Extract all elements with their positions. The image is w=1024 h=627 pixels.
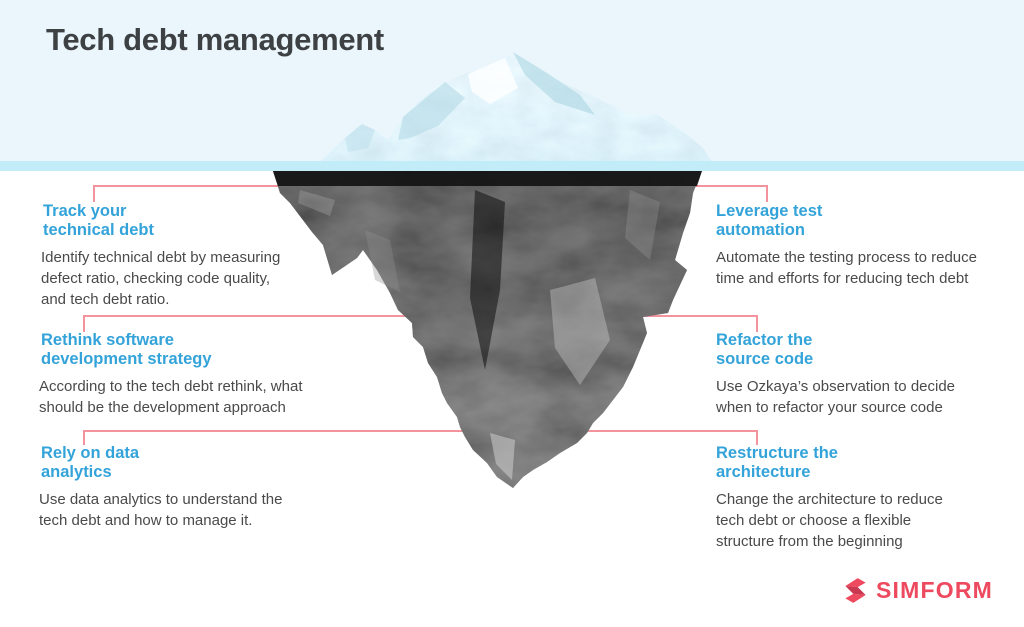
iceberg-graphic xyxy=(272,52,712,488)
callout-heading: Track your technical debt xyxy=(43,202,154,239)
connector-line-leverage xyxy=(680,185,768,202)
callout-restructure-architecture: Restructure the architecture Change the … xyxy=(716,444,1016,552)
callout-rethink-development-strategy: Rethink software development strategy Ac… xyxy=(39,331,361,418)
callout-body: Use Ozkaya’s observation to decide when … xyxy=(716,378,956,416)
callout-rely-on-data-analytics: Rely on data analytics Use data analytic… xyxy=(39,444,341,531)
iceberg-above-water xyxy=(320,52,712,162)
page-title: Tech debt management xyxy=(46,22,384,57)
callout-heading: Refactor the source code xyxy=(716,331,814,368)
callout-refactor-source-code: Refactor the source code Use Ozkaya’s ob… xyxy=(716,331,1016,418)
waterline-strip xyxy=(0,161,1024,171)
brand-logo: SIMFORM xyxy=(842,577,993,604)
connector-line-track xyxy=(93,185,320,202)
connector-line-rethink xyxy=(83,315,450,332)
callout-leverage-test-automation: Leverage test automation Automate the te… xyxy=(716,202,1016,289)
callout-body: Change the architecture to reduce tech d… xyxy=(716,491,943,550)
callout-track-technical-debt: Track your technical debt Identify techn… xyxy=(41,202,343,310)
callout-body: Identify technical debt by measuring def… xyxy=(41,249,281,308)
callout-heading: Leverage test automation xyxy=(716,202,823,239)
connector-line-restructure xyxy=(540,430,758,445)
callout-heading: Rely on data analytics xyxy=(41,444,140,481)
callout-body: Use data analytics to understand the tec… xyxy=(39,491,283,529)
callout-body: Automate the testing process to reduce t… xyxy=(716,249,977,287)
callout-heading: Rethink software development strategy xyxy=(41,331,212,368)
connector-line-rely xyxy=(83,430,500,445)
callout-body: According to the tech debt rethink, what… xyxy=(39,378,303,416)
simform-s-icon xyxy=(845,578,866,603)
iceberg-underwater xyxy=(272,168,703,488)
brand-name: SIMFORM xyxy=(876,577,993,603)
callout-heading: Restructure the architecture xyxy=(716,444,838,481)
connector-line-refactor xyxy=(620,315,758,332)
